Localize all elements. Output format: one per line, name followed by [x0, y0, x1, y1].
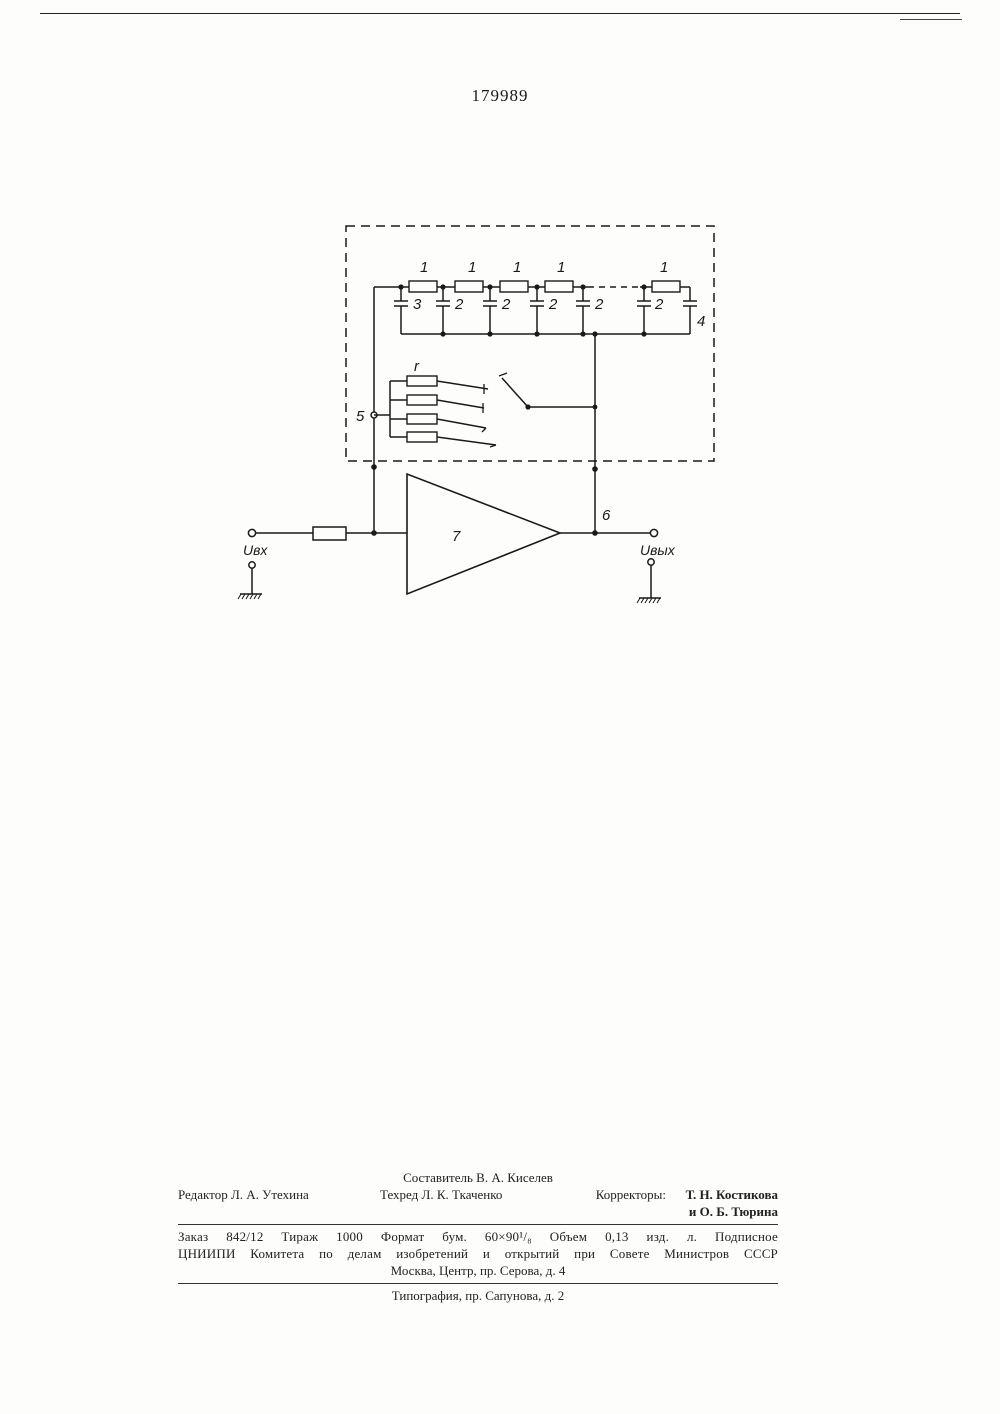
- resistor-bank: [371, 373, 597, 447]
- editor: Редактор Л. А. Утехина: [178, 1187, 309, 1203]
- resistor-r2: [407, 395, 437, 405]
- input-terminal: [248, 529, 255, 536]
- output-terminal: [650, 529, 657, 536]
- imprint-block: Составитель В. А. Киселев Редактор Л. А.…: [178, 1170, 778, 1305]
- resistor-1a: [409, 281, 437, 292]
- capacitor-4: [683, 287, 697, 334]
- capacitor-3: [394, 287, 408, 334]
- compiler-line: Составитель В. А. Киселев: [178, 1170, 778, 1187]
- label-node-6: 6: [602, 507, 611, 524]
- label-capacitor-3: 3: [413, 296, 422, 313]
- capacitor-2a: [436, 287, 450, 334]
- capacitor-2c: [530, 287, 544, 334]
- label-output-terminal: Uвых: [640, 542, 676, 558]
- label-capacitor-2d: 2: [594, 296, 604, 313]
- resistor-r3: [407, 414, 437, 424]
- label-resistor-1e: 1: [660, 259, 668, 276]
- label-input-terminal: Uвх: [243, 542, 268, 558]
- label-resistor-bank-r: r: [414, 358, 420, 375]
- correctors-label: Корректоры:: [596, 1187, 666, 1203]
- org-line: ЦНИИПИ Комитета по делам изобретений и о…: [178, 1246, 778, 1263]
- resistor-1c: [500, 281, 528, 292]
- corrector-2: и О. Б. Тюрина: [689, 1204, 778, 1220]
- corrector-1: Т. Н. Костикова: [686, 1187, 778, 1203]
- input-resistor: [313, 527, 346, 540]
- imprint-rule-2: [178, 1283, 778, 1284]
- label-capacitor-2e: 2: [654, 296, 664, 313]
- capacitor-2b: [483, 287, 497, 334]
- order-line: Заказ 842/12 Тираж 1000 Формат бум. 60×9…: [178, 1229, 778, 1246]
- label-capacitor-4: 4: [697, 313, 705, 330]
- label-resistor-1b: 1: [468, 259, 476, 276]
- printing-line: Типография, пр. Сапунова, д. 2: [178, 1288, 778, 1305]
- resistor-r1: [407, 376, 437, 386]
- amplifier-7: [407, 474, 560, 594]
- capacitor-2e: [637, 287, 651, 334]
- label-resistor-1a: 1: [420, 259, 428, 276]
- label-amplifier-7: 7: [452, 528, 461, 545]
- label-resistor-1d: 1: [557, 259, 565, 276]
- address-line: Москва, Центр, пр. Серова, д. 4: [178, 1263, 778, 1280]
- switch-wiper: [502, 378, 528, 407]
- resistor-r4: [407, 432, 437, 442]
- feedback-network-enclosure: [346, 226, 714, 461]
- credits-line-2: и О. Б. Тюрина: [178, 1204, 778, 1221]
- label-capacitor-2a: 2: [454, 296, 464, 313]
- label-resistor-1c: 1: [513, 259, 521, 276]
- credits-line: Редактор Л. А. Утехина Техред Л. К. Ткач…: [178, 1187, 778, 1204]
- input-stage: [238, 464, 407, 599]
- output-stage: [560, 466, 661, 603]
- resistor-1e: [652, 281, 680, 292]
- label-capacitor-2c: 2: [548, 296, 558, 313]
- label-capacitor-2b: 2: [501, 296, 511, 313]
- label-node-5: 5: [356, 408, 365, 425]
- imprint-rule-1: [178, 1224, 778, 1225]
- resistor-1b: [455, 281, 483, 292]
- capacitor-2d: [576, 287, 590, 334]
- resistor-1d: [545, 281, 573, 292]
- techred: Техред Л. К. Ткаченко: [380, 1187, 502, 1203]
